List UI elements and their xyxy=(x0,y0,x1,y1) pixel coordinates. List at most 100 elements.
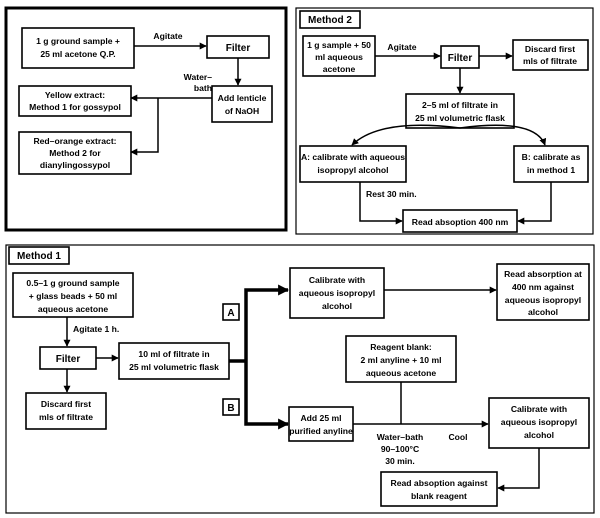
tl-agitate-label: Agitate xyxy=(153,31,182,41)
m1-branch-a-arrow xyxy=(244,284,290,361)
tl-sample-box: 1 g ground sample + 25 ml acetone Q.P. xyxy=(21,27,135,69)
m1-calib2-line-3: alcohol xyxy=(524,430,554,440)
m2-sample-box: 1 g sample + 50 ml aqueous acetone xyxy=(302,35,376,77)
m2-agitate-label: Agitate xyxy=(387,42,416,52)
m2-read-box: Read absoption 400 nm xyxy=(402,209,518,233)
m2-calib-a-line-1: A: calibrate with aqueous xyxy=(301,152,405,162)
m1-read-box: Read absorption at 400 nm against aqueou… xyxy=(496,263,590,321)
tl-sample-line-2: 25 ml acetone Q.P. xyxy=(40,49,115,59)
m1-flask-box: 10 ml of filtrate in 25 ml volumetric fl… xyxy=(118,342,230,380)
method2-frame xyxy=(295,7,594,235)
m1-cool-label: Cool xyxy=(448,432,467,442)
m2-discard-line-2: mls of filtrate xyxy=(523,56,577,66)
m2-arrow-to-calib-b xyxy=(459,124,547,146)
m1-discard-line-2: mls of filtrate xyxy=(39,412,93,422)
m2-sample-line-2: ml aqueous xyxy=(315,52,363,62)
tl-filter-label: Filter xyxy=(226,43,251,54)
m2-calib-b-box: B: calibrate as in method 1 xyxy=(513,145,589,183)
m2-sample-line-3: acetone xyxy=(323,64,356,74)
panel-method-2: Method 2 1 g sample + 50 ml aqueous acet… xyxy=(295,7,594,235)
tl-yellow-line-1: Yellow extract: xyxy=(45,90,105,100)
m2-rest-label: Rest 30 min. xyxy=(366,189,417,199)
m2-arrow-from-b xyxy=(517,182,552,225)
m1-label-b-box: B xyxy=(222,398,240,416)
m1-read2-box: Read absoption against blank reagent xyxy=(380,471,498,507)
m1-label-a-box: A xyxy=(222,303,240,321)
tl-naoh-line-2: of NaOH xyxy=(225,106,259,116)
m1-calib2-line-1: Calibrate with xyxy=(511,404,567,414)
m1-filter-label: Filter xyxy=(56,354,81,365)
method2-title: Method 2 xyxy=(308,15,352,26)
tl-naoh-box: Add lenticle of NaOH xyxy=(211,85,273,123)
m1-read2-line-1: Read absoption against xyxy=(391,478,488,488)
m2-sample-line-1: 1 g sample + 50 xyxy=(307,40,371,50)
m1-sample-box: 0.5–1 g ground sample + glass beads + 50… xyxy=(12,272,134,318)
m2-flask-box: 2–5 ml of filtrate in 25 ml volumetric f… xyxy=(405,93,515,129)
m1-anyline-line-1: Add 25 ml xyxy=(300,413,341,423)
m1-blank-line-3: aqueous acetone xyxy=(366,368,436,378)
tl-red-line-3: dianylingossypol xyxy=(40,160,110,170)
tl-red-line-1: Red–orange extract: xyxy=(33,136,116,146)
m1-calib-box: Calibrate with aqueous isopropyl alcohol xyxy=(289,267,385,319)
m2-arrow-to-calib-a xyxy=(351,124,461,146)
tl-yellow-box: Yellow extract: Method 1 for gossypol xyxy=(18,85,132,117)
m2-flask-line-2: 25 ml volumetric flask xyxy=(415,113,505,123)
m1-read-line-2: 400 nm against xyxy=(512,282,574,292)
m2-filter-box: Filter xyxy=(440,45,480,69)
method1-title: Method 1 xyxy=(17,251,61,262)
m2-calib-b-line-1: B: calibrate as xyxy=(522,152,581,162)
m1-branch-b-arrow xyxy=(244,361,290,430)
m1-discard-line-1: Discard first xyxy=(41,399,91,409)
tl-red-box: Red–orange extract: Method 2 for dianyli… xyxy=(18,131,132,175)
method2-title-box xyxy=(299,10,361,29)
m1-waterbath-line-2: 90–100°C xyxy=(381,444,419,454)
m2-calib-b-line-2: in method 1 xyxy=(527,165,575,175)
m1-arrow-to-read2 xyxy=(497,448,540,492)
m1-read-line-1: Read absorption at xyxy=(504,269,582,279)
m1-calib2-box: Calibrate with aqueous isopropyl alcohol xyxy=(488,397,590,449)
m1-label-a: A xyxy=(227,308,234,319)
m1-anyline-box: Add 25 ml purified anyline xyxy=(288,406,354,442)
m1-discard-box: Discard first mls of filtrate xyxy=(25,392,107,430)
m1-read-line-3: aqueous isopropyl xyxy=(505,295,581,305)
m1-calib-line-3: alcohol xyxy=(322,301,352,311)
tl-filter-box: Filter xyxy=(206,35,270,59)
method1-title-box xyxy=(8,246,70,265)
tl-naoh-line-1: Add lenticle xyxy=(218,93,267,103)
m1-blank-line-1: Reagent blank: xyxy=(370,342,432,352)
m1-filter-box: Filter xyxy=(39,346,97,370)
m1-label-b: B xyxy=(227,403,234,414)
m1-anyline-line-2: purified anyline xyxy=(289,426,353,436)
panel-method-1: Method 1 0.5–1 g ground sample + glass b… xyxy=(5,244,595,514)
tl-sample-line-1: 1 g ground sample + xyxy=(36,36,120,46)
m2-filter-label: Filter xyxy=(448,53,473,64)
tl-waterbath-line-1: Water– xyxy=(184,72,213,82)
m1-calib2-line-2: aqueous isopropyl xyxy=(501,417,577,427)
m2-discard-box: Discard first mls of filtrate xyxy=(512,39,589,71)
m1-calib-line-2: aqueous isopropyl xyxy=(299,288,375,298)
m1-sample-line-1: 0.5–1 g ground sample xyxy=(26,278,119,288)
m2-calib-a-line-2: isopropyl alcohol xyxy=(317,165,388,175)
m1-blank-line-2: 2 ml anyline + 10 ml xyxy=(361,355,442,365)
m1-blank-box: Reagent blank: 2 ml anyline + 10 ml aque… xyxy=(345,335,457,383)
m1-flask-line-2: 25 ml volumetric flask xyxy=(129,362,219,372)
panel-top-left: 1 g ground sample + 25 ml acetone Q.P. A… xyxy=(4,6,288,232)
tl-red-line-2: Method 2 for xyxy=(49,148,101,158)
tl-waterbath-line-2: bath xyxy=(194,83,212,93)
tl-yellow-line-2: Method 1 for gossypol xyxy=(29,102,121,112)
m2-arrow-rest xyxy=(359,182,403,225)
m1-read2-line-2: blank reagent xyxy=(411,491,467,501)
m1-waterbath-line-3: 30 min. xyxy=(385,456,415,466)
m2-calib-a-box: A: calibrate with aqueous isopropyl alco… xyxy=(299,145,407,183)
m1-agitate-label: Agitate 1 h. xyxy=(73,324,119,334)
panel-top-left-frame xyxy=(4,6,288,232)
m1-waterbath-line-1: Water–bath xyxy=(377,432,423,442)
m1-calib-line-1: Calibrate with xyxy=(309,275,365,285)
m1-read-line-4: alcohol xyxy=(528,307,558,317)
m2-flask-line-1: 2–5 ml of filtrate in xyxy=(422,100,498,110)
m1-flask-line-1: 10 ml of filtrate in xyxy=(138,349,209,359)
m2-discard-line-1: Discard first xyxy=(525,44,575,54)
m2-read-label: Read absoption 400 nm xyxy=(412,217,509,227)
m1-sample-line-2: + glass beads + 50 ml xyxy=(29,291,117,301)
